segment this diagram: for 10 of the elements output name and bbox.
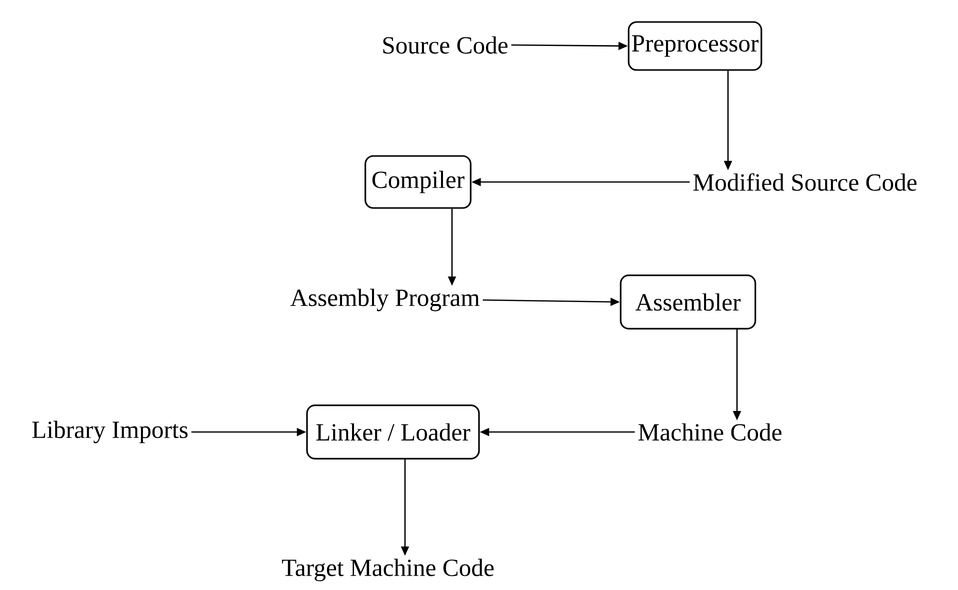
data-label: Modified Source Code xyxy=(693,173,917,191)
data-label: Assembly Program xyxy=(290,288,480,312)
process-box: Assembler xyxy=(620,274,756,330)
data-label: Library Imports xyxy=(32,420,188,444)
process-box: Compiler xyxy=(364,155,472,209)
data-label: Machine Code xyxy=(638,423,782,441)
process-box: Preprocessor xyxy=(628,21,762,71)
process-box: Linker / Loader xyxy=(306,404,480,460)
data-label: Target Machine Code xyxy=(282,558,494,582)
data-label: Source Code xyxy=(383,36,508,54)
